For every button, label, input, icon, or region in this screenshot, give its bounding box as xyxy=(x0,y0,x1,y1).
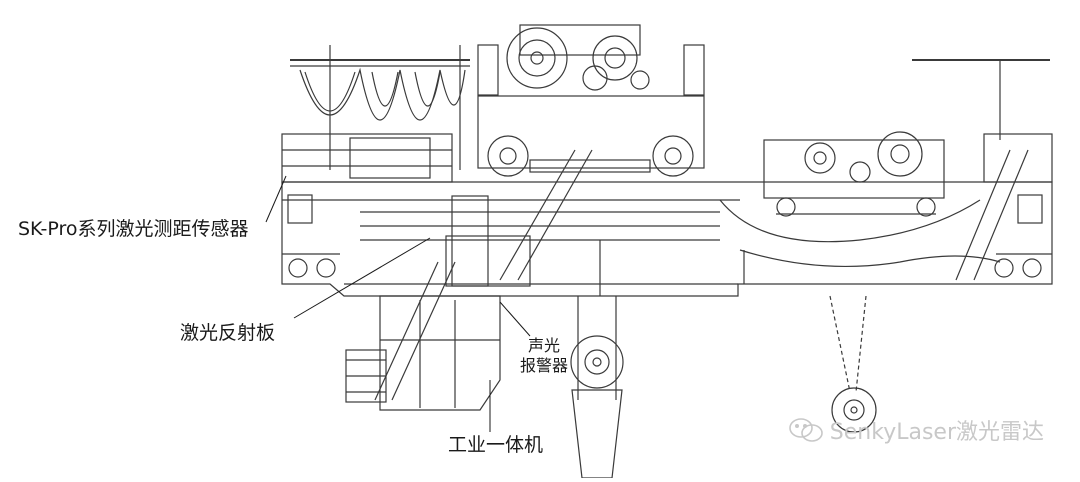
alarm-label-line1: 声光 xyxy=(527,336,560,355)
main-girder xyxy=(281,181,1053,297)
watermark-text: SenkyLaser激光雷达 xyxy=(829,420,1044,445)
end-carriages xyxy=(282,194,1052,278)
hook-right xyxy=(829,295,877,433)
watermark: SenkyLaser激光雷达 xyxy=(788,414,1044,446)
cable-gantry xyxy=(290,45,470,170)
terminal-label: 工业一体机 xyxy=(448,434,544,456)
alarm-label-line2: 报警器 xyxy=(519,356,568,375)
sensor-label: SK-Pro系列激光测距传感器 xyxy=(18,218,249,240)
wechat-icon xyxy=(788,417,824,443)
left-platform xyxy=(281,133,453,183)
main-trolley xyxy=(477,24,705,177)
operator-cabin xyxy=(345,261,501,411)
aux-trolley xyxy=(763,131,945,217)
cabin-door xyxy=(445,195,531,287)
reflector-label: 激光反射板 xyxy=(180,322,276,344)
leader-lines xyxy=(265,175,531,432)
right-pole xyxy=(912,59,1053,183)
hook-left xyxy=(570,296,624,479)
